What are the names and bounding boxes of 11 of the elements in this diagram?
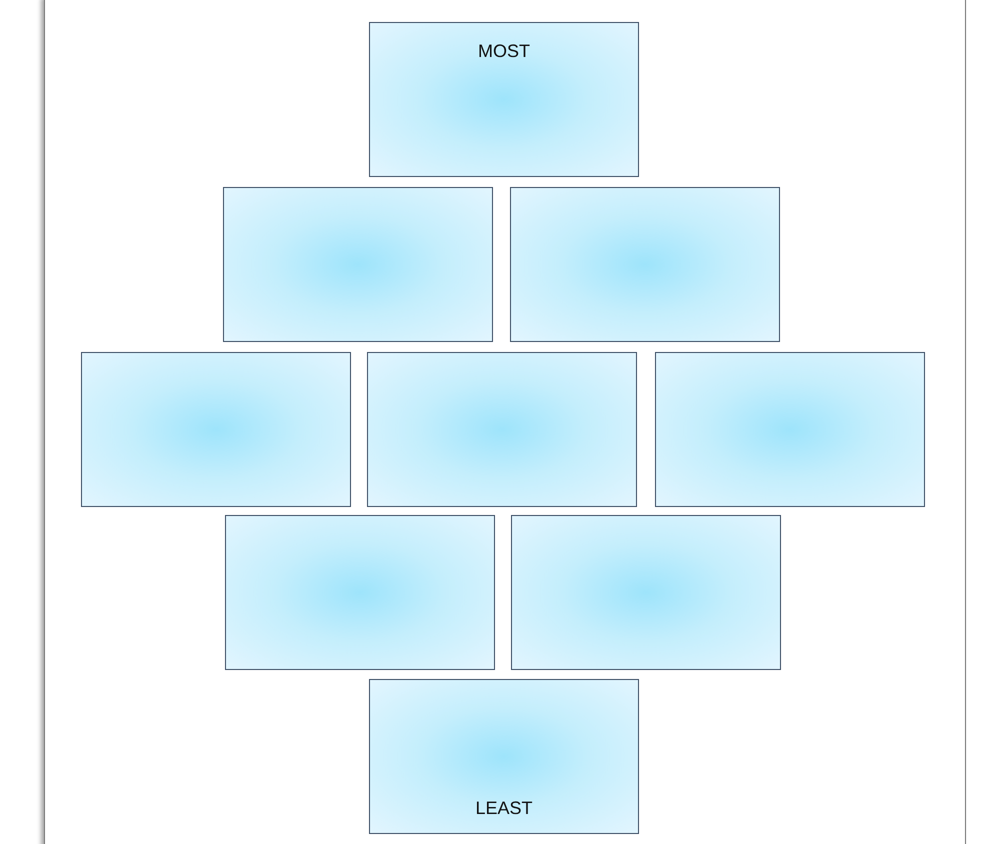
ranking-box: [367, 352, 637, 507]
ranking-box: [655, 352, 925, 507]
ranking-box: [510, 187, 780, 342]
rank-label: MOST: [477, 41, 531, 62]
ranking-box: [369, 679, 639, 834]
ranking-box: [81, 352, 351, 507]
ranking-box: [223, 187, 493, 342]
ranking-box: [225, 515, 495, 670]
ranking-box: [511, 515, 781, 670]
rank-label: LEAST: [474, 798, 534, 819]
ranking-box: [369, 22, 639, 177]
